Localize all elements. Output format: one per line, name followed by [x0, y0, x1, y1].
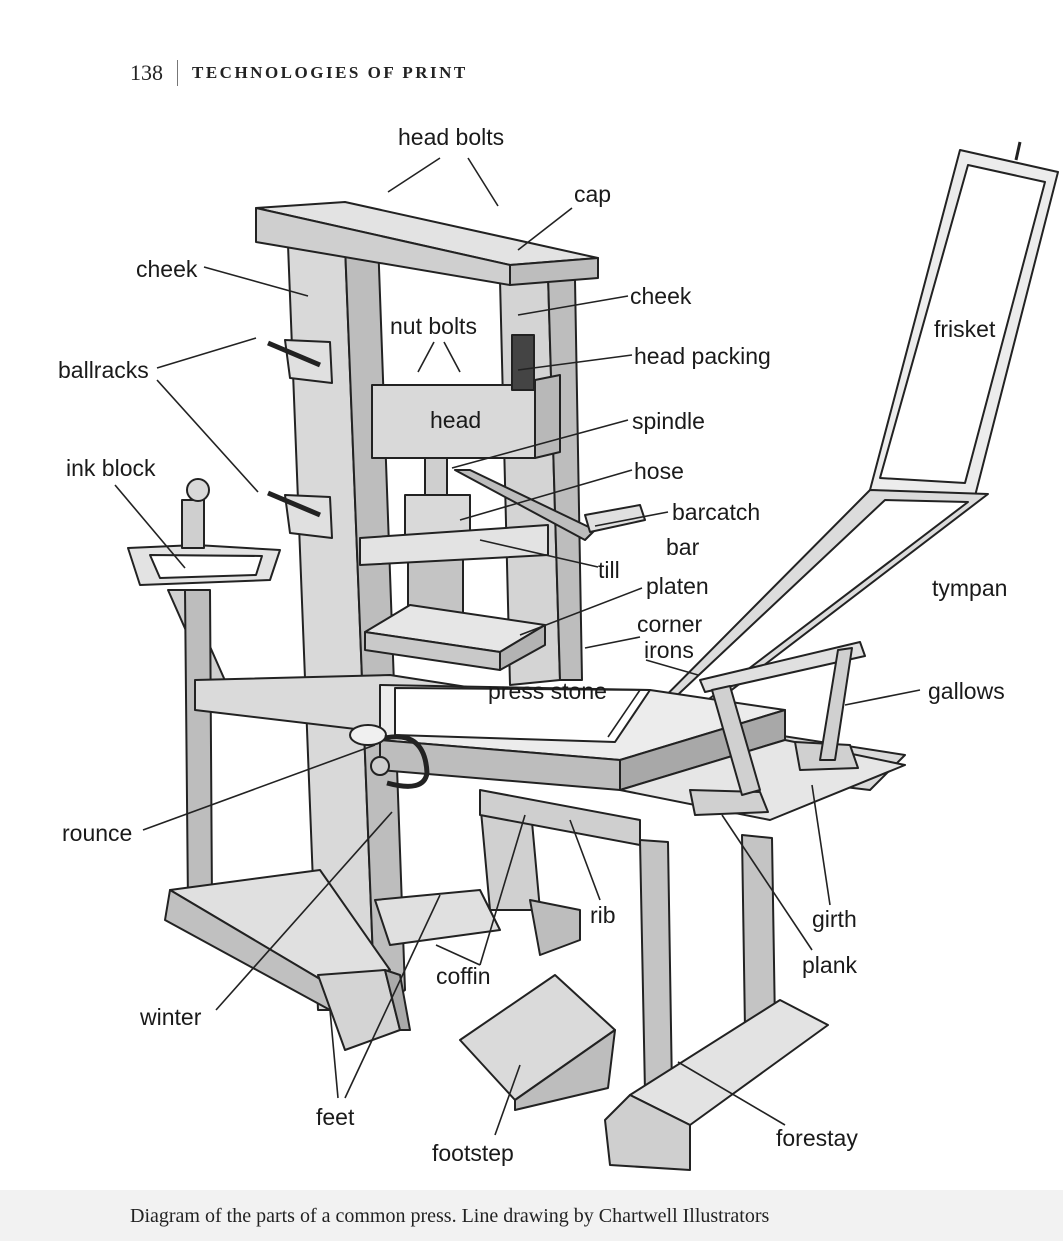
- page-number: 138: [130, 60, 163, 85]
- label-feet: feet: [316, 1104, 355, 1130]
- label-cheek-left: cheek: [136, 256, 198, 282]
- label-bar: bar: [666, 534, 700, 560]
- section-title: TECHNOLOGIES OF PRINT: [192, 63, 468, 82]
- figure-caption: Diagram of the parts of a common press. …: [130, 1205, 770, 1227]
- label-hose: hose: [634, 458, 684, 484]
- coffin-base-beam: [374, 889, 501, 946]
- label-corner-irons-1: corner: [637, 611, 703, 637]
- press-stone-surface: [394, 687, 651, 743]
- label-platen: platen: [646, 573, 709, 599]
- label-frisket: frisket: [934, 316, 996, 342]
- label-plank: plank: [802, 952, 857, 978]
- label-head: head: [430, 407, 481, 433]
- label-tympan: tympan: [932, 575, 1007, 601]
- printing-press-diagram: head bolts cap cheek cheek nut bolts hea…: [58, 124, 1059, 1171]
- label-coffin: coffin: [436, 963, 491, 989]
- label-cheek-right: cheek: [630, 283, 692, 309]
- label-cap: cap: [574, 181, 611, 207]
- label-girth: girth: [812, 906, 857, 932]
- leader-lines: [114, 157, 921, 1136]
- frisket-inner: [879, 164, 1046, 484]
- part-labels: head bolts cap cheek cheek nut bolts hea…: [58, 124, 1007, 1166]
- label-ballracks: ballracks: [58, 357, 149, 383]
- label-winter: winter: [139, 1004, 202, 1030]
- caption-bar: [0, 1190, 1063, 1241]
- label-spindle: spindle: [632, 408, 705, 434]
- left-back-leg: [184, 589, 213, 906]
- front-leg-left: [639, 839, 673, 1093]
- label-gallows: gallows: [928, 678, 1005, 704]
- label-rounce: rounce: [62, 820, 132, 846]
- label-press-stone: press stone: [488, 678, 607, 704]
- label-head-bolts: head bolts: [398, 124, 504, 150]
- label-ink-block: ink block: [66, 455, 156, 481]
- label-barcatch: barcatch: [672, 499, 760, 525]
- label-nut-bolts: nut bolts: [390, 313, 477, 339]
- header-divider: [177, 60, 178, 86]
- label-head-packing: head packing: [634, 343, 771, 369]
- front-leg-right: [741, 834, 776, 1031]
- label-footstep: footstep: [432, 1140, 514, 1166]
- press-drawing: [127, 141, 1059, 1171]
- running-head: 138 TECHNOLOGIES OF PRINT: [130, 58, 468, 88]
- label-rib: rib: [590, 902, 616, 928]
- label-till: till: [598, 557, 620, 583]
- label-forestay: forestay: [776, 1125, 858, 1151]
- gallows-frame: [699, 641, 866, 693]
- label-corner-irons-2: irons: [644, 637, 694, 663]
